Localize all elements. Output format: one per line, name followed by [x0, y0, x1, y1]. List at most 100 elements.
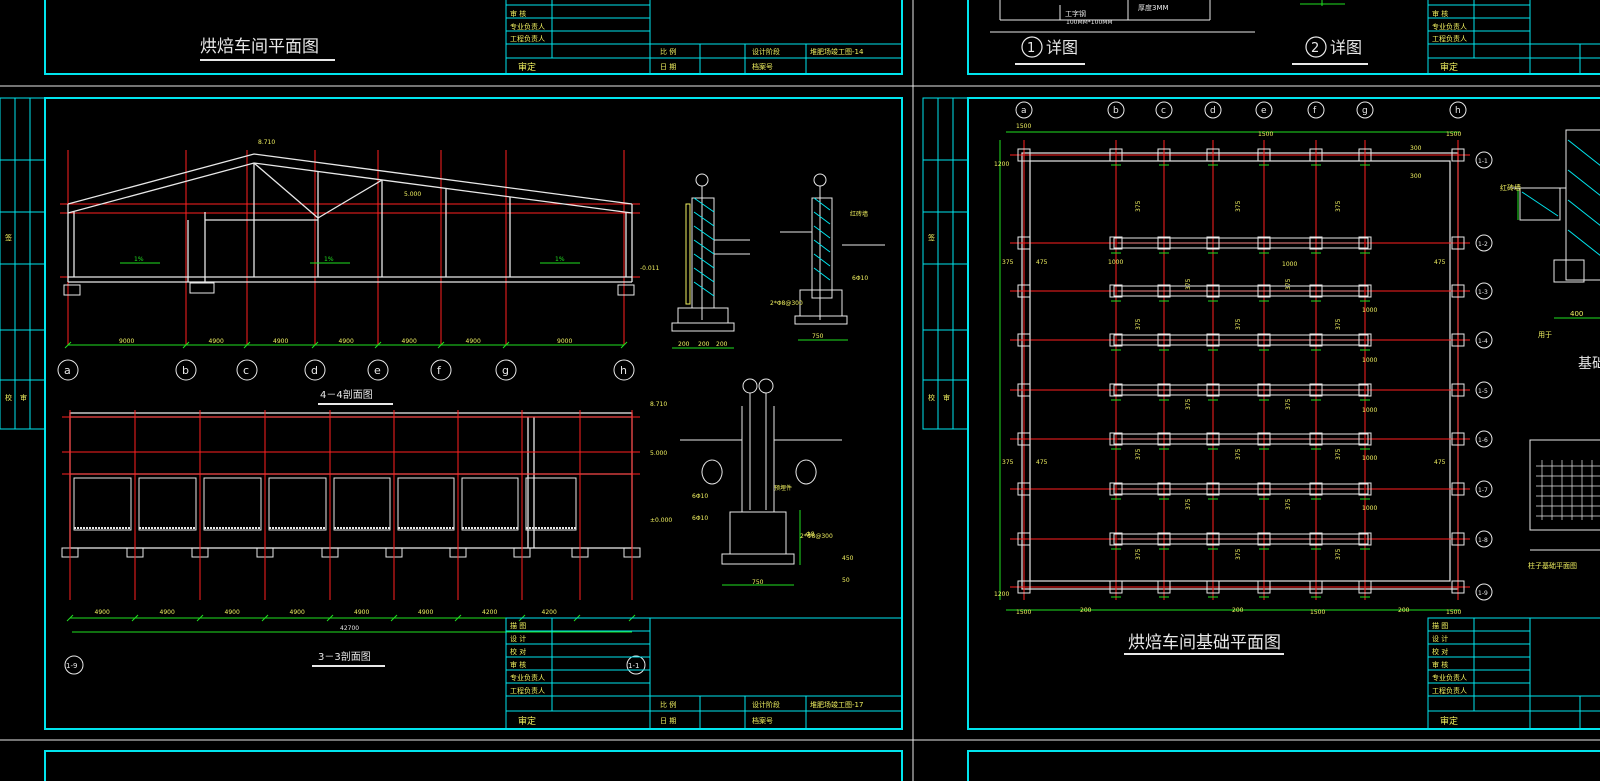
tb-row: 审 核	[510, 9, 526, 18]
column-pad	[1309, 236, 1323, 250]
strip-beam	[1113, 433, 1369, 445]
axis-bubble-label: b	[182, 364, 189, 377]
column-pad	[1358, 148, 1372, 162]
foundation-grid: 3753753753753753753753753753753753753753…	[999, 131, 1470, 611]
axis-bubble-label: e	[374, 364, 381, 377]
column-pad	[1157, 432, 1171, 446]
tb-row: 校 对	[510, 647, 526, 656]
row-axis-label: 1-4	[1478, 338, 1488, 345]
side-note: 红砖墙	[1500, 183, 1521, 192]
column-pad	[1309, 580, 1323, 594]
roof-outline	[67, 153, 633, 283]
detail-rebar: 6Φ10	[692, 493, 708, 500]
dim-label: 1000	[1362, 357, 1377, 364]
tb-row: 设 计	[510, 634, 526, 643]
axis-bubble-label: h	[620, 364, 627, 377]
dim-label: 375	[1002, 259, 1014, 266]
column-pad	[1109, 148, 1123, 162]
row-axis-label: 1-6	[1478, 437, 1488, 444]
axis-bubble-label: c	[1161, 106, 1166, 116]
sheet-a-title: 烘焙车间平面图	[200, 37, 319, 57]
dimension-label: 4900	[354, 609, 369, 616]
dimension-label: 4200	[482, 609, 497, 616]
dim-label: 475	[1036, 459, 1048, 466]
foundation-details	[671, 173, 885, 565]
detail-dim: 200	[698, 341, 710, 348]
column-pad	[1109, 284, 1123, 298]
column-pad	[1309, 482, 1323, 496]
wall-panel	[525, 477, 577, 531]
detail-note: 红砖墙	[850, 210, 868, 218]
detail-dim: 50	[842, 577, 850, 584]
tb-row: 工程负责人	[1432, 686, 1467, 695]
tb-ratio: 比 例	[660, 700, 676, 709]
column-pad	[1451, 580, 1465, 594]
sheet-d-title: 烘焙车间基础平面图	[1128, 633, 1281, 653]
slope-label: 1%	[555, 256, 565, 263]
dimension-label: 4900	[290, 609, 305, 616]
dim-label: 1500	[1446, 609, 1461, 616]
dim-label: 375	[1135, 548, 1142, 560]
dimension-label: 4200	[542, 609, 557, 616]
axis-bubble-label: b	[1113, 106, 1119, 116]
column-pad	[1157, 383, 1171, 397]
dim-label: 475	[1434, 459, 1446, 466]
dim-label: 1200	[994, 591, 1009, 598]
elevation-top: 8.710	[258, 139, 275, 146]
column-pad	[1257, 333, 1271, 347]
column-pad	[1017, 333, 1031, 347]
column-pad	[1451, 432, 1465, 446]
column-pad	[1157, 482, 1171, 496]
column-pad	[1257, 383, 1271, 397]
sheet-d-title-block	[1427, 617, 1600, 730]
row-axis-bubble	[1475, 381, 1493, 399]
column-pad	[1157, 333, 1171, 347]
column-pad	[1309, 383, 1323, 397]
tb-approve: 审定	[518, 61, 536, 73]
column-pad	[1309, 148, 1323, 162]
column-pad	[1206, 383, 1220, 397]
strip-beam	[1113, 533, 1369, 545]
column-pad	[1309, 333, 1323, 347]
detail-dim: 200	[678, 341, 690, 348]
row-axis-bubble	[1475, 282, 1493, 300]
column-pad	[1017, 432, 1031, 446]
axis-bubble	[1204, 101, 1222, 119]
axis-bubble-label: g	[1362, 106, 1368, 116]
axis-bubble	[57, 359, 79, 381]
axis-bubble	[495, 359, 517, 381]
dim-label: 375	[1335, 548, 1342, 560]
column-pad	[1257, 432, 1271, 446]
frame-sheet-f	[967, 750, 1600, 781]
detail-rebar: 2*Φ8@300	[770, 300, 803, 307]
column-pad	[1157, 532, 1171, 546]
tb-row: 审 核	[510, 660, 526, 669]
dimension-tick	[437, 341, 445, 349]
binding-strip-labels: 签 校 审 签 校 审	[5, 233, 950, 402]
dimension-label: 9000	[557, 338, 572, 345]
section-3-3-title: 3－3剖面图	[318, 650, 371, 663]
elevation-mid: 5.000	[650, 450, 667, 457]
dim-label: 375	[1135, 318, 1142, 330]
tb-date: 日 期	[660, 717, 676, 725]
elevation-mid: 5.000	[404, 191, 421, 198]
column-pad	[1109, 532, 1123, 546]
frame-sheet-d	[967, 97, 1600, 730]
dim-label: 1500	[1446, 131, 1461, 138]
column-pad	[1257, 148, 1271, 162]
column-pad	[1309, 432, 1323, 446]
axis-bubble	[304, 359, 326, 381]
column-pad	[1017, 383, 1031, 397]
axis-bubble-label: d	[1210, 106, 1216, 116]
row-axis-label: 1-7	[1478, 487, 1488, 494]
frame-sheet-a	[44, 0, 903, 75]
dimension-tick	[182, 341, 190, 349]
axis-bubble	[1356, 101, 1374, 119]
dim-label: 375	[1285, 398, 1292, 410]
column-pad	[1109, 383, 1123, 397]
dim-label: 1200	[994, 161, 1009, 168]
